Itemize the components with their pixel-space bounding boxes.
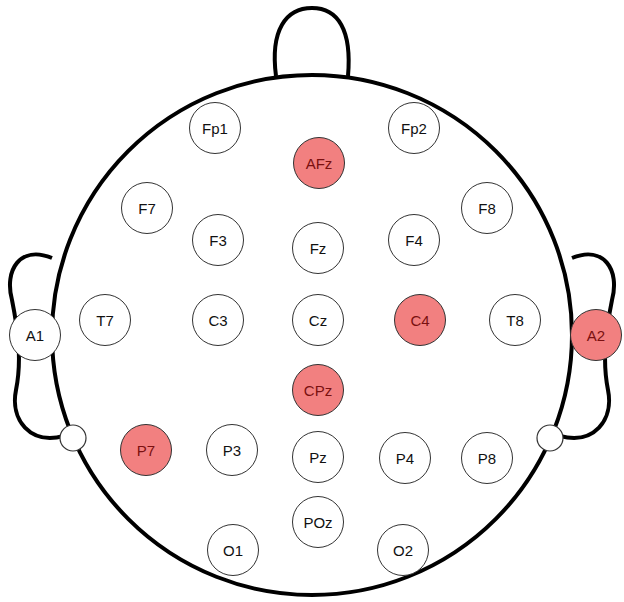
- electrode-circle: C3: [192, 294, 244, 346]
- electrode-label: Pz: [309, 449, 327, 466]
- electrode-circle: Pz: [292, 431, 344, 483]
- electrode-circle: A2: [570, 309, 622, 361]
- electrode-circle: F8: [461, 182, 513, 234]
- electrode-label: P3: [223, 442, 241, 459]
- electrode-label: Fp2: [401, 120, 427, 137]
- electrode-label: P4: [396, 450, 414, 467]
- electrode-circle: AFz: [293, 137, 345, 189]
- electrode-label: F3: [209, 232, 227, 249]
- electrode-circle: P8: [461, 432, 513, 484]
- electrode-circle: F4: [388, 214, 440, 266]
- electrode-circle: C4: [394, 294, 446, 346]
- electrode-label: P7: [137, 442, 155, 459]
- head: [52, 75, 572, 595]
- electrode-label: P8: [478, 450, 496, 467]
- electrode-label: O1: [223, 542, 243, 559]
- electrode-circle: Fp2: [388, 102, 440, 154]
- electrode-label: T7: [96, 312, 114, 329]
- electrode-label: Fp1: [202, 120, 228, 137]
- electrode-label: A2: [587, 327, 605, 344]
- electrode-circle: Fz: [292, 222, 344, 274]
- electrode-circle: CPz: [292, 364, 344, 416]
- electrode-circle: O2: [377, 524, 429, 576]
- electrode-label: T8: [506, 312, 524, 329]
- nose: [275, 8, 349, 76]
- electrode-circle: P4: [379, 432, 431, 484]
- electrode-label: C3: [208, 312, 227, 329]
- electrode-label: F8: [478, 200, 496, 217]
- ear-electrode: [60, 425, 86, 451]
- electrode-circle: O1: [207, 524, 259, 576]
- electrode-circle: T8: [489, 294, 541, 346]
- electrode-circle: Cz: [292, 294, 344, 346]
- electrode-label: AFz: [306, 155, 333, 172]
- electrode-label: O2: [393, 542, 413, 559]
- electrode-circle: Fp1: [189, 102, 241, 154]
- electrode-circle: P7: [120, 424, 172, 476]
- electrode-circle: POz: [292, 496, 344, 548]
- electrode-label: F4: [405, 232, 423, 249]
- electrode-circle: T7: [79, 294, 131, 346]
- electrode-label: F7: [138, 200, 156, 217]
- electrode-label: A1: [26, 327, 44, 344]
- electrode-label: POz: [303, 514, 332, 531]
- electrode-circle: F7: [121, 182, 173, 234]
- electrode-label: Fz: [310, 240, 327, 257]
- electrode-circle: P3: [206, 424, 258, 476]
- electrode-label: Cz: [309, 312, 327, 329]
- electrode-label: C4: [410, 312, 429, 329]
- ear-electrode: [537, 425, 563, 451]
- electrode-circle: F3: [192, 214, 244, 266]
- electrode-circle: A1: [9, 309, 61, 361]
- electrode-label: CPz: [304, 382, 332, 399]
